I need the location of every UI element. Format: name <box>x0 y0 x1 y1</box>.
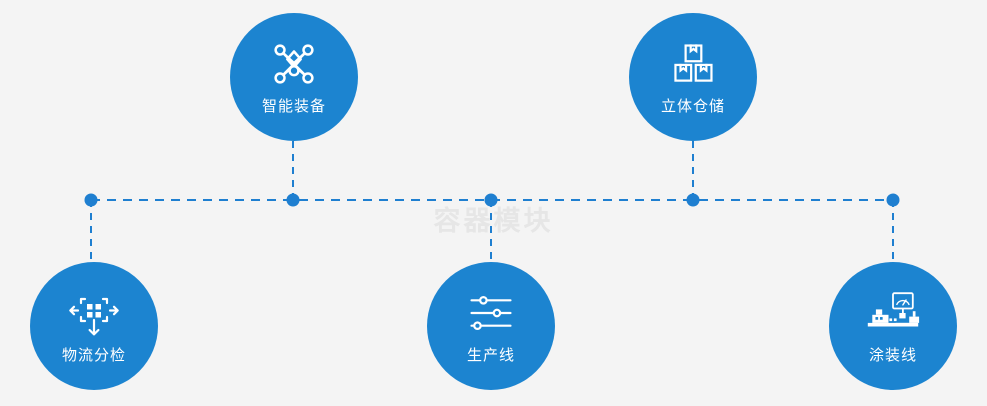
junction-dot-logistics-sorting[interactable] <box>84 193 98 207</box>
network-nodes-icon <box>267 37 321 91</box>
node-painting-line[interactable]: 涂装线 <box>829 262 957 390</box>
node-label-smart-equipment: 智能装备 <box>261 98 326 115</box>
node-label-logistics-sorting: 物流分检 <box>61 347 126 364</box>
watermark-text: 容器模块 <box>433 206 554 236</box>
sorting-arrows-icon <box>67 286 121 340</box>
node-production-line[interactable]: 生产线 <box>427 262 555 390</box>
junction-dot-smart-equipment[interactable] <box>286 193 300 207</box>
junction-dot-stereo-warehouse[interactable] <box>686 193 700 207</box>
node-label-stereo-warehouse: 立体仓储 <box>660 98 725 115</box>
factory-monitor-icon <box>866 286 920 340</box>
node-label-production-line: 生产线 <box>466 347 515 364</box>
junction-dot-production-line[interactable] <box>484 193 498 207</box>
stacked-boxes-icon <box>666 37 720 91</box>
junction-dot-painting-line[interactable] <box>886 193 900 207</box>
node-smart-equipment[interactable]: 智能装备 <box>230 13 358 141</box>
node-logistics-sorting[interactable]: 物流分检 <box>30 262 158 390</box>
node-stereo-warehouse[interactable]: 立体仓储 <box>629 13 757 141</box>
node-label-painting-line: 涂装线 <box>868 347 917 364</box>
sliders-icon <box>464 286 518 340</box>
